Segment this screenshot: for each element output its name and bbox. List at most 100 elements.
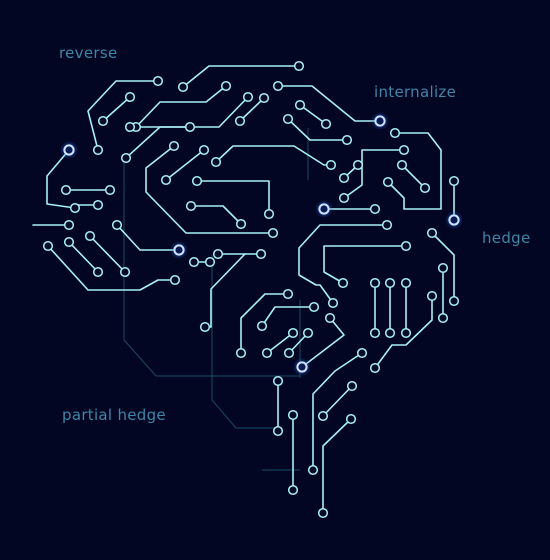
circuit-node <box>398 144 410 156</box>
circuit-node <box>287 327 299 339</box>
circuit-node <box>235 218 247 230</box>
circuit-node <box>272 425 284 437</box>
circuit-node <box>177 81 189 93</box>
circuit-node <box>92 266 104 278</box>
circuit-node <box>294 99 306 111</box>
circuit-node <box>338 172 350 184</box>
circuit-node <box>120 152 132 164</box>
label-hedge: hedge <box>482 229 531 247</box>
glowing-node <box>173 244 185 256</box>
circuit-node <box>263 208 275 220</box>
circuit-node <box>369 277 381 289</box>
circuit-traces <box>32 65 455 514</box>
circuit-node <box>400 240 412 252</box>
circuit-node <box>272 80 284 92</box>
glowing-node <box>318 203 330 215</box>
circuit-node <box>325 159 337 171</box>
circuit-node <box>283 347 295 359</box>
circuit-node <box>168 140 180 152</box>
circuit-node <box>426 227 438 239</box>
circuit-node <box>345 413 357 425</box>
circuit-node <box>302 327 314 339</box>
circuit-node <box>84 230 96 242</box>
faint-grid-lines <box>123 128 309 471</box>
circuit-node <box>69 202 81 214</box>
circuit-node <box>104 184 116 196</box>
circuit-node <box>320 118 332 130</box>
circuit-node <box>92 144 104 156</box>
circuit-node <box>437 312 449 324</box>
glowing-node <box>374 115 386 127</box>
circuit-node <box>111 219 123 231</box>
circuit-node <box>234 115 246 127</box>
circuit-node <box>255 248 267 260</box>
circuit-node <box>327 297 339 309</box>
circuit-node <box>42 240 54 252</box>
circuit-node <box>152 75 164 87</box>
glowing-node <box>448 214 460 226</box>
circuit-node <box>448 295 460 307</box>
circuit-node <box>212 248 224 260</box>
circuit-node <box>287 409 299 421</box>
circuit-node <box>191 175 203 187</box>
circuit-node <box>337 277 349 289</box>
circuit-node <box>389 127 401 139</box>
circuit-node <box>256 320 268 332</box>
circuit-node <box>210 156 222 168</box>
circuit-node <box>160 174 172 186</box>
circuit-node <box>60 184 72 196</box>
circuit-node <box>188 256 200 268</box>
circuit-node <box>384 327 396 339</box>
circuit-node <box>124 91 136 103</box>
label-partial-hedge: partial hedge <box>62 406 166 424</box>
circuit-node <box>63 219 75 231</box>
circuit-node <box>382 176 394 188</box>
circuit-node <box>272 375 284 387</box>
circuit-node <box>381 219 393 231</box>
circuit-node <box>261 347 273 359</box>
circuit-nodes <box>42 60 460 519</box>
circuit-node <box>369 327 381 339</box>
circuit-node <box>220 80 232 92</box>
circuit-node <box>287 484 299 496</box>
circuit-node <box>92 199 104 211</box>
circuit-node <box>258 92 270 104</box>
circuit-node <box>396 159 408 171</box>
circuit-node <box>356 347 368 359</box>
circuit-node <box>169 274 181 286</box>
circuit-node <box>384 277 396 289</box>
circuit-node <box>308 301 320 313</box>
circuit-node <box>369 203 381 215</box>
circuit-node <box>124 121 136 133</box>
circuit-node <box>346 380 358 392</box>
glowing-node <box>296 361 308 373</box>
circuit-node <box>282 288 294 300</box>
circuit-node <box>448 175 460 187</box>
circuit-node <box>341 134 353 146</box>
circuit-node <box>63 236 75 248</box>
glowing-node <box>63 144 75 156</box>
circuit-node <box>352 159 364 171</box>
circuit-node <box>199 321 211 333</box>
circuit-node <box>324 312 336 324</box>
circuit-node <box>97 115 109 127</box>
circuit-node <box>419 182 431 194</box>
circuit-node <box>185 200 197 212</box>
circuit-node <box>317 507 329 519</box>
circuit-node <box>437 262 449 274</box>
circuit-node <box>267 227 279 239</box>
circuit-node <box>184 121 196 133</box>
circuit-node <box>282 113 294 125</box>
circuit-node <box>426 290 438 302</box>
label-reverse: reverse <box>59 44 118 62</box>
circuit-node <box>242 91 254 103</box>
circuit-node <box>400 277 412 289</box>
circuit-node <box>204 256 216 268</box>
circuit-node <box>198 144 210 156</box>
circuit-node <box>235 347 247 359</box>
label-internalize: internalize <box>374 83 457 101</box>
circuit-node <box>119 266 131 278</box>
circuit-node <box>338 192 350 204</box>
